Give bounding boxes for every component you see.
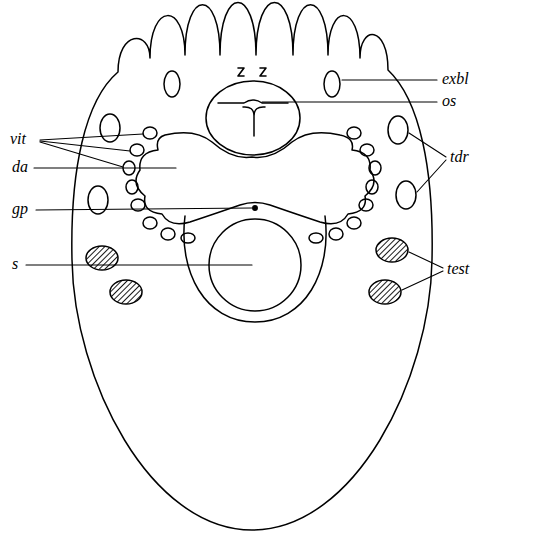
tdr-oval <box>100 114 120 142</box>
testis <box>369 280 401 304</box>
testis <box>86 246 118 270</box>
part-label: tdr <box>450 149 469 165</box>
vitellaria <box>123 127 381 243</box>
testis <box>110 280 142 304</box>
genital-pore <box>253 206 257 210</box>
eye-mark <box>260 68 266 76</box>
part-label: vit <box>10 131 26 147</box>
part-label: test <box>447 261 469 277</box>
part-label: da <box>12 159 28 175</box>
leader-lines <box>26 80 446 290</box>
tdr-oval <box>396 181 416 209</box>
body-outline <box>72 3 432 531</box>
excretory-bladder <box>164 71 180 97</box>
part-label: gp <box>12 201 28 217</box>
part-label: os <box>442 93 456 109</box>
digestive-area <box>136 133 374 224</box>
ventral-region <box>184 216 326 322</box>
mouth-slit <box>243 107 265 136</box>
part-label: s <box>12 256 18 272</box>
eye-mark <box>238 68 244 76</box>
excretory-bladder <box>324 71 340 97</box>
tdr-oval <box>388 116 408 144</box>
oral-sucker <box>206 81 300 155</box>
part-label: exbl <box>442 71 469 87</box>
testis <box>376 238 408 262</box>
